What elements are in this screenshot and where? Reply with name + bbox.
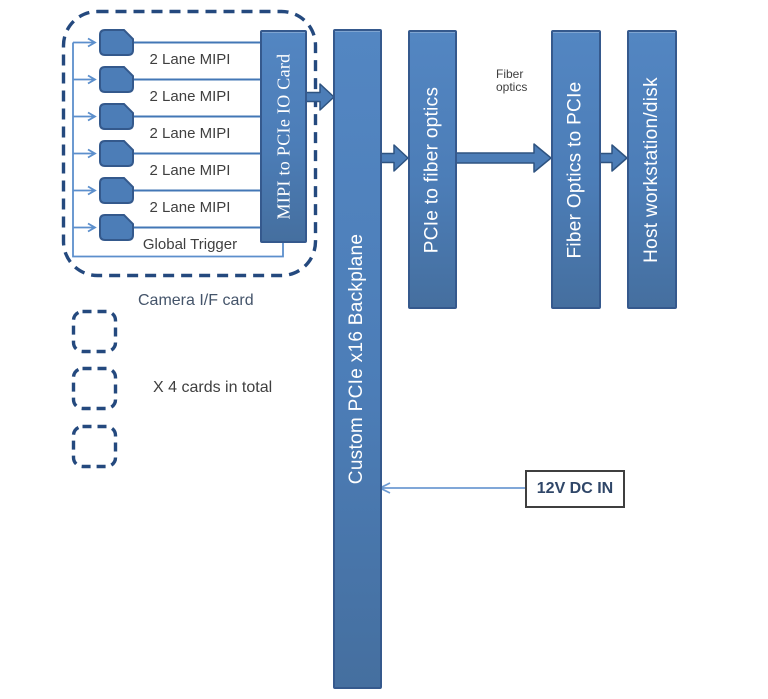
camera-sensor-block <box>99 140 134 167</box>
sensor-feed-arrow <box>73 74 97 85</box>
card-placeholder <box>71 424 118 469</box>
mipi-lane-label: 2 Lane MIPI <box>149 199 231 216</box>
power-input-box: 12V DC IN <box>525 470 625 508</box>
sensor-feed-arrow <box>73 148 97 159</box>
arrow-fiber-pcie-to-host <box>596 144 628 172</box>
pcie-to-fiber-bar: PCIe to fiber optics <box>408 30 457 309</box>
mipi-lane-label: 2 Lane MIPI <box>149 88 231 105</box>
mipi-lane-label: 2 Lane MIPI <box>149 51 231 68</box>
backplane-label: Custom PCIe x16 Backplane <box>346 233 368 485</box>
camera-sensor-block <box>99 177 134 204</box>
sensor-feed-arrow <box>73 222 97 233</box>
power-input-label: 12V DC IN <box>536 480 614 497</box>
pcie-to-fiber-label: PCIe to fiber optics <box>421 86 443 253</box>
card-placeholder <box>71 366 118 411</box>
camera-sensor-block <box>99 103 134 130</box>
host-workstation-bar: Host workstation/disk <box>627 30 677 309</box>
arrow-fiber-link <box>452 143 552 173</box>
sensor-feed-arrow <box>73 111 97 122</box>
trigger-bus-line <box>72 42 284 258</box>
mipi-lane-label: 2 Lane MIPI <box>149 125 231 142</box>
camera-sensor-block <box>99 66 134 93</box>
fiber-optics-note: Fiber optics <box>496 68 527 94</box>
card-placeholders <box>71 309 118 469</box>
camera-sensor-block <box>99 214 134 241</box>
sensor-feed-arrow <box>73 37 97 48</box>
global-trigger-label: Global Trigger <box>142 236 238 253</box>
block-arrows <box>301 83 628 173</box>
card-placeholder <box>71 309 118 354</box>
backplane-bar: Custom PCIe x16 Backplane <box>333 29 382 689</box>
power-arrow <box>378 482 525 494</box>
fiber-to-pcie-label: Fiber Optics to PCIe <box>565 80 586 259</box>
sensor-feed-arrow <box>73 185 97 196</box>
mipi-io-card-bar: MIPI to PCIe IO Card <box>260 30 307 243</box>
camera-sensor-block <box>99 29 134 56</box>
host-workstation-label: Host workstation/disk <box>641 76 662 263</box>
mipi-lane-lines <box>134 41 261 229</box>
cards-total-note: X 4 cards in total <box>153 379 273 396</box>
camera-sensors <box>99 29 134 241</box>
mipi-io-card-label: MIPI to PCIe IO Card <box>273 53 293 220</box>
mipi-lane-label: 2 Lane MIPI <box>149 162 231 179</box>
fiber-optics-note-line2: optics <box>496 80 528 94</box>
fiber-optics-note-line1: Fiber <box>496 67 524 81</box>
camera-card-dashed-outline <box>61 9 318 278</box>
camera-card-caption: Camera I/F card <box>138 292 254 309</box>
fiber-to-pcie-bar: Fiber Optics to PCIe <box>551 30 601 309</box>
sensor-feed-arrows <box>73 37 97 233</box>
